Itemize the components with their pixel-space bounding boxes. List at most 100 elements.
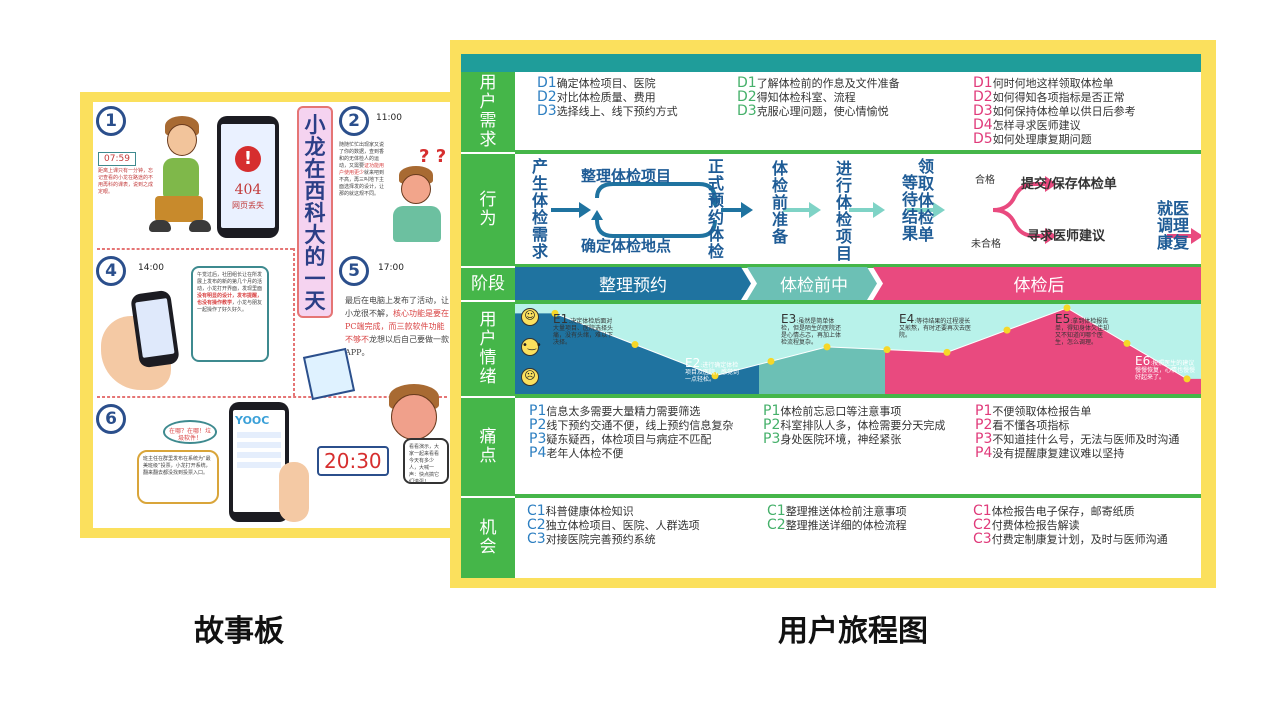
happy-face-icon: ☺ [521,308,539,326]
note-text: ，小龙与朋友一起操作了好久好久。 [197,300,263,313]
speech-bubble: 在哪？在哪！垃圾软件！ [163,420,217,444]
panel-number: 1 [96,106,126,136]
pain-item: P1不便领取体检报告单 [975,403,1092,419]
action-step: 提交/保存体检单 [1021,177,1117,192]
title-char: 小 [304,112,326,137]
need-item: D2得知体检科室、流程 [737,89,856,105]
emotion-note: E6:按照医生的建议慢慢恢复，心情也慢慢好起来了。 [1135,354,1196,381]
pain-item: P2科室排队人多，体检需要分天完成 [763,417,946,433]
emotion-point [1063,304,1071,312]
phone-illustration: ! 404 网页丢失 [217,116,279,238]
action-step: 正式预约体检 [707,157,724,261]
emotion-area-band [515,313,759,394]
emotion-note: E4:等待结果的过程漫长又煎熬，有时还要再次去医院。 [899,312,972,339]
pain-item: P4没有提醒康复建议难以坚持 [975,445,1125,461]
panel-divider [97,248,293,250]
pain-item: P4老年人体检不便 [529,445,624,461]
note-highlight: 证功能用户使用更少 [339,163,385,176]
arrow-head [741,202,753,218]
row-separator [515,494,1201,498]
panel-divider [293,248,295,396]
action-step: 体检前准备 [771,159,788,246]
angry-character-illustration [385,384,445,454]
neutral-face-icon: •‿• [521,338,542,356]
pain-item: P3身处医院环境，神经紧张 [763,431,902,447]
action-step: 等待结果 [901,173,918,243]
flow-branch [992,182,1045,212]
branch-label-fail: 未合格 [971,239,1001,250]
panel-note: 午觉过后，社团组长让在所发展上发布的新的第几个月的活动，小龙打开界面，发现里面没… [191,266,269,362]
panel-note: 最后在电脑上发布了活动，让小龙很不解，核心功能是要在PC端完成，而三款软件功能不… [345,294,449,359]
stage-shape [873,267,1201,300]
action-step: 整理体检项目 [581,167,672,185]
branch-label-pass: 合格 [975,175,995,186]
arrow-head [579,202,591,218]
title-char: 在 [304,156,326,181]
row-separator [515,394,1201,398]
opportunity-item: C2独立体检项目、医院、人群选项 [527,517,700,533]
emotion-point [1003,326,1011,334]
emotion-point [823,343,831,351]
panel-time: 20:30 [317,446,389,476]
panel-note: 班主任在群里发布在系统为“最美班级”投票，小龙打开系统，翻来翻去都没找到投票入口… [137,450,219,504]
panel-number: 2 [339,106,369,136]
emotion-point [631,341,639,349]
need-item: D3克服心理问题，使心情愉悦 [737,103,889,119]
error-text: 网页丢失 [232,201,264,210]
arrow-head [591,210,603,220]
stage-shape [747,267,877,300]
pain-item: P3不知道挂什么号，无法与医师及时沟通 [975,431,1180,447]
panel-divider [97,396,447,398]
opportunity-item: C2付费体检报告解读 [973,517,1080,533]
flowchart-doodle [302,347,356,401]
note-text: 随随忙忙出现家又说了你的数据，查到香和的无体检人的运动，又需要 [339,142,385,169]
row-label-opportunities: 机会 [461,498,515,578]
pain-item: P2看不懂各项指标 [975,417,1070,433]
pain-item: P3疑东疑西，体检项目与病症不匹配 [529,431,712,447]
need-item: D2如何得知各项指标是否正常 [973,89,1125,105]
emotion-note: E5:拿到体检报告单，得知身体欠佳却又不知道问哪个医生，怎么调理。 [1055,312,1110,346]
emotion-note: E1:决定体检后面对大量项目、医院选择头痛，没有头绪，难以下决择。 [553,312,614,346]
flow-branch [992,208,1045,238]
panel-time: 17:00 [373,262,409,274]
emotion-point [1123,339,1131,347]
emotion-point [943,348,951,356]
title-char: 龙 [304,134,326,159]
need-item: D2对比体检质量、费用 [537,89,656,105]
title-char: 科 [304,200,326,225]
emotion-point [1183,375,1191,383]
arrow-head [709,198,721,208]
need-item: D3如何保持体检单以供日后参考 [973,103,1136,119]
sad-face-icon: ☹ [521,368,539,386]
title-char: 的 [304,244,326,269]
panel-time: 14:00 [133,262,169,274]
phone-illustration: YOOC [229,402,289,522]
arrow-head [809,202,821,218]
panel-time: 07:59 [98,152,136,166]
flow-loop [595,182,717,201]
action-step: 寻求医师建议 [1027,229,1106,244]
row-label-needs: 用户需求 [461,72,515,152]
error-code: 404 [234,182,262,198]
need-item: D1确定体检项目、医院 [537,75,656,91]
storyboard-title: 小 龙 在 西 科 大 的 一 天 [297,106,333,318]
need-item: D3选择线上、线下预约方式 [537,103,678,119]
stage-shape [515,267,751,300]
note-highlight: 没有明显的设计，发布提醒，也没有操作教学 [197,293,263,306]
arrow-head [1045,228,1057,244]
need-item: D1何时何地这样领取体检单 [973,75,1114,91]
storyboard-canvas: 小 龙 在 西 科 大 的 一 天 1 07:59 距离上课只有一分钟，忘记查看… [93,102,452,528]
panel-note: 随随忙忙出现家又说了你的数据，查到香和的无体检人的运动，又需要证功能用户使用更少… [339,142,387,198]
panel-number: 5 [339,256,369,286]
title-char: 一 [304,266,326,291]
need-item: D4怎样寻求医师建议 [973,117,1081,133]
storyboard: 小 龙 在 西 科 大 的 一 天 1 07:59 距离上课只有一分钟，忘记查看… [80,92,452,538]
note-text: 龙想以后自己要做一款APP。 [345,335,449,357]
note-text: 午觉过后，社团组长让在所发展上发布的新的第几个月的活动，小龙打开界面，发现里面 [197,272,263,292]
thumb-illustration [279,462,309,522]
pain-item: P1信息太多需要大量精力需要筛选 [529,403,701,419]
pain-item: P2线下预约交通不便，线上预约信息复杂 [529,417,734,433]
caption-journey-map: 用户旅程图 [778,614,928,649]
action-step: 确定体检地点 [581,237,672,255]
title-char: 天 [304,288,326,313]
